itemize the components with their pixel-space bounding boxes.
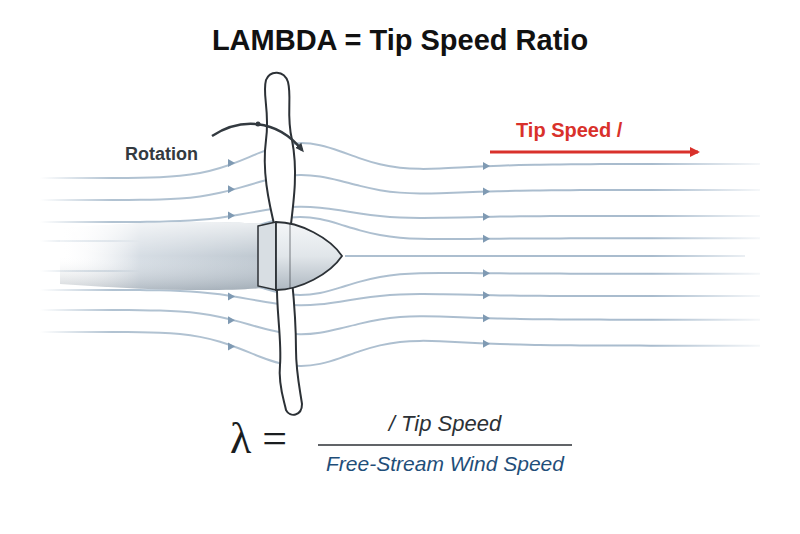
flow-arrowhead [483,213,490,221]
nacelle-shade [60,222,262,290]
flow-arrowhead [483,340,490,348]
lambda-symbol: λ = [230,414,287,465]
streamline [40,175,760,200]
flow-arrowhead [228,293,235,301]
streamline [40,290,760,305]
rotation-label: Rotation [125,144,198,165]
flow-arrowhead [228,159,235,167]
streamline [40,143,760,178]
flow-arrowhead [483,314,490,322]
hub-ring [258,222,276,290]
streamline [40,332,760,366]
tip-speed-label: Tip Speed / [516,119,622,142]
streamline [40,207,760,222]
flow-arrowhead [228,343,235,351]
flow-arrowhead [483,162,490,170]
flow-arrowhead [483,187,490,195]
streamline [345,255,745,257]
rotation-dot [256,122,261,127]
flow-arrowhead [483,269,490,277]
flow-arrowhead [228,211,235,219]
diagram-title: LAMBDA = Tip Speed Ratio [212,24,588,57]
nacelle-body [60,222,262,290]
fraction-bar [318,444,572,446]
flow-arrowhead [228,185,235,193]
upper-blade [265,73,295,232]
rotation-arrow [212,124,302,150]
spinner-seam [290,224,291,288]
lower-blade [277,280,302,415]
spinner-cone [276,222,342,290]
denominator-text: Free-Stream Wind Speed [326,452,564,476]
flow-arrowhead [228,316,235,324]
numerator-text: / Tip Speed [389,411,501,436]
flow-arrowhead [483,235,490,243]
streamline [40,310,760,334]
flow-arrowhead [483,291,490,299]
tip-speed-arrow [490,151,698,154]
streamlines [40,143,760,366]
